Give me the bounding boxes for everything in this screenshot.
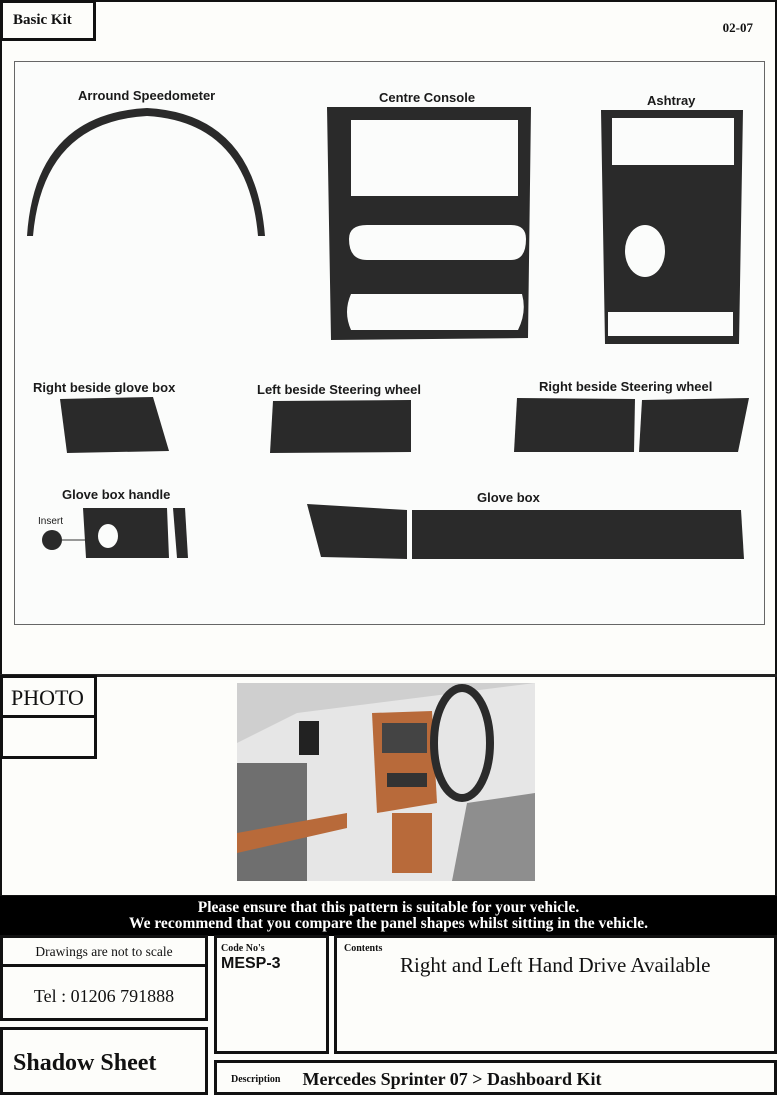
label-ashtray: Ashtray	[647, 93, 696, 108]
right-steering-panel-a-shape	[514, 398, 635, 452]
left-steering-panel-shape	[270, 400, 411, 453]
code-label: Code No's	[221, 943, 265, 954]
photo-label: PHOTO	[0, 675, 97, 718]
date-code: 02-07	[722, 20, 753, 35]
right-glove-panel-shape	[60, 397, 169, 453]
pattern-sheet: Arround Speedometer Centre Console Ashtr…	[14, 61, 765, 625]
contents-label: Contents	[344, 943, 383, 954]
scale-note: Drawings are not to scale	[0, 935, 208, 967]
label-right-steering: Right beside Steering wheel	[539, 379, 713, 394]
dashboard-photo	[237, 683, 535, 881]
centre-console-shape	[327, 107, 531, 340]
dashboard-photo-illustration	[237, 683, 535, 881]
speedometer-trim-shape	[27, 108, 265, 236]
section-divider	[0, 674, 777, 677]
sheet-type: Shadow Sheet	[0, 1027, 208, 1095]
label-insert: Insert	[38, 516, 64, 527]
photo-label-blank	[0, 715, 97, 759]
code-box: Code No's MESP-3	[214, 935, 329, 1054]
contents-box: Contents Right and Left Hand Drive Avail…	[334, 935, 777, 1054]
panel-shapes	[27, 107, 749, 559]
glove-box-main-shape	[412, 510, 744, 559]
description-value: Mercedes Sprinter 07 > Dashboard Kit	[302, 1069, 602, 1089]
glove-handle-strip-shape	[173, 508, 188, 558]
warning-line-1: Please ensure that this pattern is suita…	[197, 899, 580, 916]
description-box: Description Mercedes Sprinter 07 > Dashb…	[214, 1060, 777, 1095]
warning-banner: Please ensure that this pattern is suita…	[0, 896, 777, 936]
description-label: Description	[231, 1074, 281, 1085]
ashtray-shape	[601, 110, 743, 344]
contents-value: Right and Left Hand Drive Available	[400, 953, 711, 977]
kit-label: Basic Kit	[0, 0, 96, 41]
glove-box-left-shape	[307, 504, 407, 559]
right-steering-panel-b-shape	[639, 398, 749, 452]
glove-handle-shape	[83, 508, 169, 558]
label-left-steering: Left beside Steering wheel	[257, 382, 421, 397]
code-value: MESP-3	[221, 955, 281, 972]
label-right-glove: Right beside glove box	[33, 380, 176, 395]
label-glove-box: Glove box	[477, 490, 540, 505]
label-glove-handle: Glove box handle	[62, 487, 171, 502]
warning-line-2: We recommend that you compare the panel …	[128, 915, 649, 932]
insert-shape	[42, 530, 62, 550]
telephone: Tel : 01206 791888	[0, 964, 208, 1021]
label-speedometer: Arround Speedometer	[78, 88, 216, 103]
label-centre-console: Centre Console	[379, 90, 476, 105]
